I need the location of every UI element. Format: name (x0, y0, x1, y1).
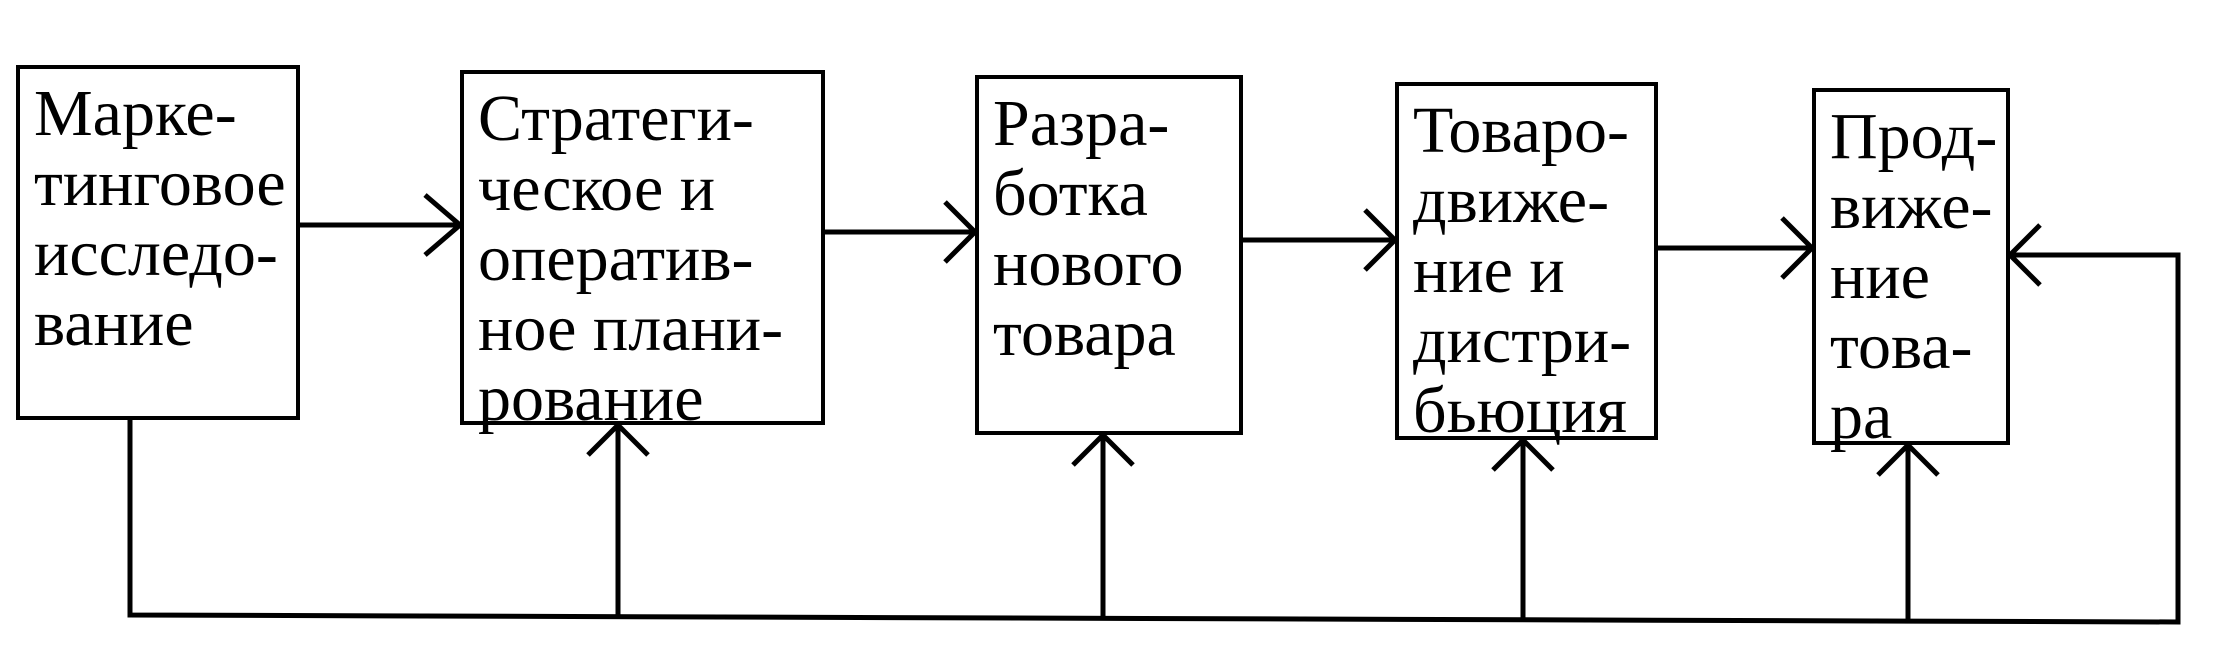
box-planning-text: Стратеги- ческое и оператив- ное плани- … (478, 84, 783, 434)
text-line: ние и (1413, 234, 1565, 307)
box-product-development: Разра- ботка нового товара (975, 75, 1243, 435)
text-line: това- (1830, 310, 1973, 383)
box-distribution-text: Товаро- движе- ние и дистри- бьюция (1413, 96, 1631, 446)
text-line: ра (1830, 380, 1893, 453)
arrowhead-development-bottom (1071, 431, 1135, 467)
box-marketing-research-text: Марке- тинговое исследо- вание (34, 79, 286, 359)
text-line: Разра- (993, 87, 1170, 160)
text-line: рование (478, 362, 704, 435)
text-line: дистри- (1413, 304, 1632, 377)
text-line: товара (993, 297, 1176, 370)
text-line: оператив- (478, 222, 754, 295)
arrowhead-promotion-right (2006, 223, 2042, 287)
box-promotion-text: Прод- виже- ние това- ра (1830, 102, 1997, 452)
box-planning: Стратеги- ческое и оператив- ное плани- … (460, 70, 825, 434)
text-line: вание (34, 287, 194, 360)
text-line: бьюция (1413, 374, 1627, 447)
text-line: Стратеги- (478, 82, 754, 155)
text-line: ческое и (478, 152, 716, 225)
text-line: тинговое (34, 147, 286, 220)
text-line: ботка (993, 157, 1148, 230)
text-line: Марке- (34, 77, 237, 150)
text-line: Товаро- (1413, 94, 1629, 167)
text-line: виже- (1830, 170, 1993, 243)
box-marketing-research: Марке- тинговое исследо- вание (16, 65, 300, 420)
feedback-bus (127, 252, 2181, 625)
arrowhead-promotion-bottom (1876, 441, 1940, 477)
arrowhead-distribution-bottom (1491, 436, 1555, 472)
arrowhead-planning-bottom (586, 421, 650, 457)
text-line: нового (993, 227, 1184, 300)
text-line: ние (1830, 240, 1930, 313)
text-line: Прод- (1830, 100, 1998, 173)
text-line: ное плани- (478, 292, 784, 365)
feedback-lines (127, 223, 2181, 625)
box-promotion: Прод- виже- ние това- ра (1812, 88, 2010, 452)
box-product-development-text: Разра- ботка нового товара (993, 89, 1183, 369)
text-line: движе- (1413, 164, 1610, 237)
box-distribution: Товаро- движе- ние и дистри- бьюция (1395, 82, 1658, 446)
text-line: исследо- (34, 217, 278, 290)
